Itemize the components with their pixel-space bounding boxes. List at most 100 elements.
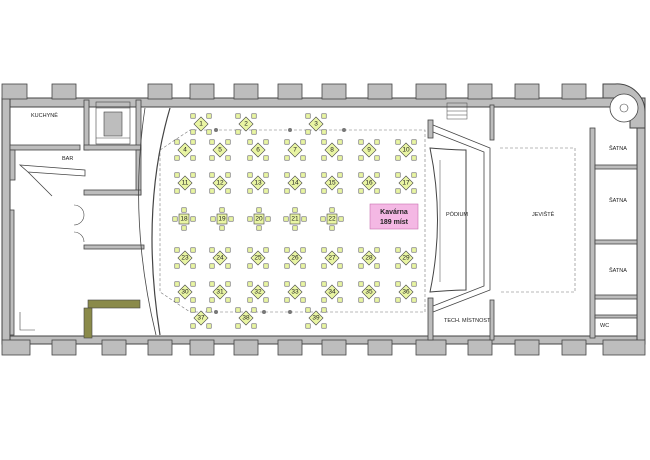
- table-top: [398, 284, 414, 300]
- chair: [395, 281, 401, 287]
- table-2: 2: [235, 113, 257, 135]
- chair: [209, 155, 215, 161]
- table-top: [361, 142, 377, 158]
- table-top: [212, 250, 228, 266]
- table-number: 26: [291, 255, 299, 262]
- chair: [337, 247, 343, 253]
- chair: [395, 155, 401, 161]
- chair: [219, 207, 225, 213]
- chair: [321, 139, 327, 145]
- chair: [190, 216, 196, 222]
- table-number: 14: [291, 180, 299, 187]
- table-24: 24: [209, 247, 231, 269]
- chair: [283, 216, 289, 222]
- table-top: [250, 142, 266, 158]
- chair: [358, 297, 364, 303]
- chair: [284, 297, 290, 303]
- table-number: 8: [330, 147, 334, 154]
- table-4: 4: [174, 139, 196, 161]
- bar-counter: [18, 164, 86, 197]
- table-23: 23: [174, 247, 196, 269]
- chair: [247, 216, 253, 222]
- table-29: 29: [395, 247, 417, 269]
- chair: [174, 281, 180, 287]
- podium: [429, 147, 467, 293]
- table-top: [216, 213, 228, 225]
- chair: [337, 155, 343, 161]
- chair: [206, 129, 212, 135]
- table-number: 18: [180, 216, 188, 223]
- chair: [263, 155, 269, 161]
- chair: [321, 113, 327, 119]
- chair: [284, 172, 290, 178]
- table-number: 10: [402, 147, 410, 154]
- chair: [209, 297, 215, 303]
- table-top: [212, 175, 228, 191]
- table-top: [250, 284, 266, 300]
- chair: [321, 323, 327, 329]
- room-label-stage: JEVIŠTĚ: [532, 210, 555, 218]
- chair: [174, 172, 180, 178]
- chair: [190, 323, 196, 329]
- table-top: [361, 284, 377, 300]
- chair: [263, 263, 269, 269]
- table-top: [253, 213, 265, 225]
- table-31: 31: [209, 281, 231, 303]
- chair: [247, 281, 253, 287]
- table-22: 22: [320, 207, 344, 231]
- chair: [247, 155, 253, 161]
- table-38: 38: [235, 307, 257, 329]
- hall-outline: [159, 129, 426, 313]
- chair: [225, 188, 231, 194]
- table-number: 37: [197, 315, 205, 322]
- chair: [251, 113, 257, 119]
- chair: [284, 281, 290, 287]
- table-top: [324, 284, 340, 300]
- chair: [174, 139, 180, 145]
- table-top: [324, 142, 340, 158]
- table-number: 25: [254, 255, 262, 262]
- chair: [251, 129, 257, 135]
- table-39: 39: [305, 307, 327, 329]
- chair: [300, 188, 306, 194]
- table-12: 12: [209, 172, 231, 194]
- table-15: 15: [321, 172, 343, 194]
- table-26: 26: [284, 247, 306, 269]
- table-top: [238, 116, 254, 132]
- chair: [300, 247, 306, 253]
- chair: [256, 225, 262, 231]
- chair: [190, 281, 196, 287]
- room-label-kitchen: KUCHYNĚ: [31, 111, 58, 119]
- table-top: [398, 175, 414, 191]
- chair: [395, 297, 401, 303]
- table-number: 21: [291, 216, 299, 223]
- room-label-podium: PÓDIUM: [446, 211, 468, 218]
- chair: [292, 225, 298, 231]
- chair: [209, 247, 215, 253]
- table-top: [177, 284, 193, 300]
- kitchen-staircase: [95, 101, 131, 145]
- chair: [411, 172, 417, 178]
- table-number: 12: [216, 180, 224, 187]
- table-27: 27: [321, 247, 343, 269]
- chair: [300, 263, 306, 269]
- table-top: [324, 175, 340, 191]
- table-number: 35: [365, 289, 373, 296]
- table-top: [287, 142, 303, 158]
- chair: [190, 155, 196, 161]
- table-number: 2: [244, 121, 248, 128]
- chair: [190, 188, 196, 194]
- table-number: 1: [199, 121, 203, 128]
- table-top: [287, 175, 303, 191]
- table-number: 30: [181, 289, 189, 296]
- chair: [374, 139, 380, 145]
- table-number: 27: [328, 255, 336, 262]
- table-top: [287, 284, 303, 300]
- chair: [225, 155, 231, 161]
- table-top: [177, 175, 193, 191]
- chair: [209, 281, 215, 287]
- table-number: 19: [218, 216, 226, 223]
- table-number: 4: [183, 147, 187, 154]
- table-32: 32: [247, 281, 269, 303]
